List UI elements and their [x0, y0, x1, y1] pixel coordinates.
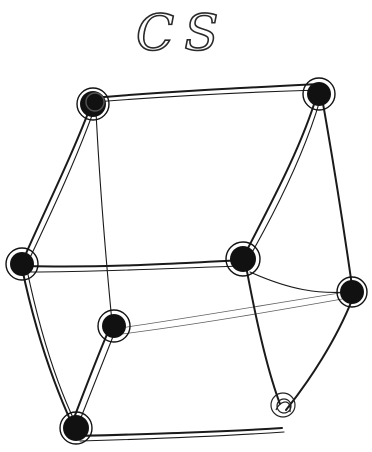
atom-back-mid — [98, 310, 130, 342]
edge-upper-right-slant — [246, 98, 316, 252]
cube-edges — [22, 84, 352, 441]
edge-right-lower — [286, 300, 352, 410]
edge-back-vertical — [96, 112, 112, 322]
atom-mid-center — [226, 242, 260, 276]
atoms — [6, 78, 367, 444]
atom-bottom-left — [60, 412, 92, 444]
edge-left-lower — [22, 268, 72, 424]
atom-bottom-center — [271, 393, 295, 417]
edge-back-horizontal-trace — [122, 298, 348, 334]
edge-back-lower — [74, 332, 108, 418]
edge-back-horizontal — [120, 292, 346, 328]
edge-right-upper — [322, 98, 352, 286]
edge-bottom — [78, 428, 282, 436]
edge-upper-left-trace — [28, 110, 94, 262]
edge-mid-front — [26, 260, 242, 267]
atom-top-right — [303, 78, 335, 110]
edge-back-lower-trace — [80, 334, 114, 420]
edge-center-right — [250, 272, 348, 292]
atom-right — [337, 277, 367, 307]
diagram-title: CS — [136, 4, 229, 62]
atom-mid-left — [6, 248, 38, 280]
edge-left-lower-trace — [27, 270, 75, 422]
atom-top-left — [77, 88, 109, 120]
edge-upper-left — [24, 108, 90, 258]
edge-upper-right-slant-trace — [250, 100, 320, 256]
edge-center-vertical — [246, 266, 280, 404]
